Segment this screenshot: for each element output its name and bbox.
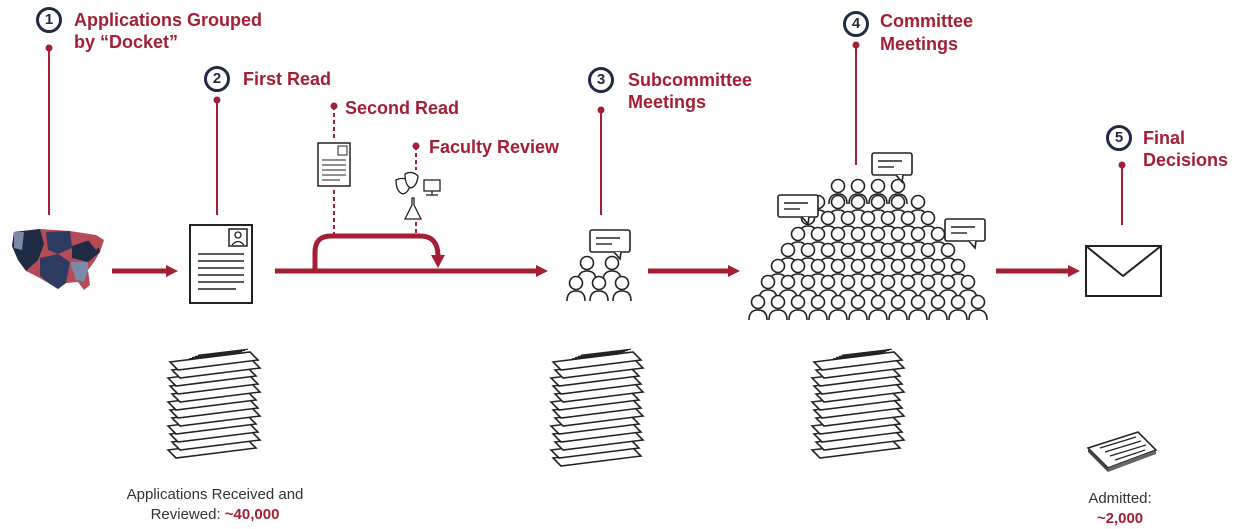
- connector-dots: [45, 41, 1126, 169]
- step-3-title-line2: Meetings: [628, 92, 707, 112]
- step-4-title-line1: Committee: [880, 11, 974, 31]
- applications-received-caption-line2: Reviewed: ~40,000: [100, 505, 330, 525]
- applications-received-stack-icon: [166, 348, 262, 459]
- admitted-count: ~2,000: [1096, 510, 1144, 527]
- step-5-number-badge: 5: [1106, 125, 1132, 151]
- step-2-number-badge: 2: [204, 66, 230, 92]
- applications-received-count: ~40,000: [224, 506, 280, 523]
- committee-stack-icon: [810, 348, 906, 459]
- step-1-title-line2: by “Docket”: [74, 32, 179, 52]
- admitted-sheet-icon: [1086, 431, 1158, 472]
- envelope-icon: [1085, 245, 1162, 297]
- step-5-title-line2: Decisions: [1143, 150, 1229, 170]
- second-read-label: Second Read: [345, 98, 460, 118]
- us-map-icon: [12, 229, 104, 290]
- step-connectors: [48, 45, 1123, 225]
- step-5-title-line1: Final: [1143, 128, 1186, 148]
- step-2-title: First Read: [243, 69, 332, 89]
- second-read-document-icon: [317, 142, 351, 187]
- applications-received-caption: Applications Received and Reviewed: ~40,…: [100, 485, 330, 525]
- applications-received-caption-line1: Applications Received and: [126, 486, 304, 503]
- application-document-icon: [189, 224, 253, 304]
- subcommittee-stack-icon: [549, 348, 645, 467]
- step-4-title-line2: Meetings: [880, 34, 959, 54]
- faculty-review-icons: [395, 171, 441, 220]
- step-3-title-line1: Subcommittee: [628, 70, 753, 90]
- admitted-caption: Admitted: ~2,000: [1080, 489, 1160, 529]
- flow-arrows: [112, 265, 1080, 277]
- subcommittee-group-icon: [566, 229, 632, 302]
- step-1-title-line1: Applications Grouped: [74, 10, 263, 30]
- step-1-number-badge: 1: [36, 7, 62, 33]
- step-3-number-badge: 3: [588, 67, 614, 93]
- admitted-caption-label: Admitted:: [1088, 490, 1152, 507]
- applications-received-caption-reviewed: Reviewed:: [150, 506, 225, 523]
- faculty-review-label: Faculty Review: [429, 137, 560, 157]
- step-4-number-badge: 4: [843, 11, 869, 37]
- review-loop-arrow: [312, 233, 445, 271]
- side-review-connectors: [333, 106, 417, 236]
